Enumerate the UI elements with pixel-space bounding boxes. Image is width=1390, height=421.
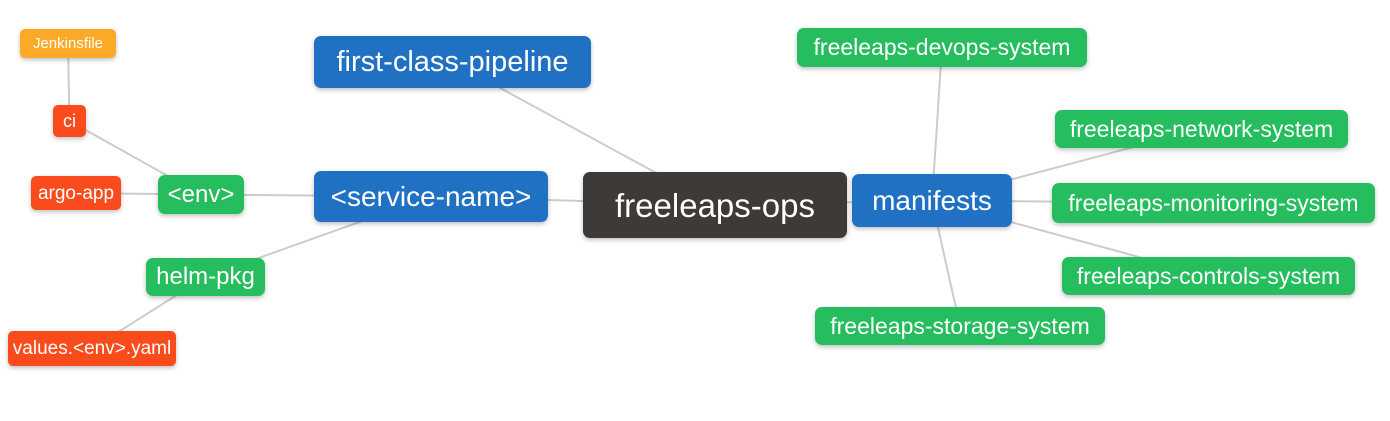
node-manifests[interactable]: manifests (852, 174, 1012, 227)
node-monitoring[interactable]: freeleaps-monitoring-system (1052, 183, 1375, 223)
node-ci[interactable]: ci (53, 105, 86, 137)
node-helm-pkg[interactable]: helm-pkg (146, 258, 265, 296)
node-service[interactable]: <service-name> (314, 171, 548, 222)
node-argo-app[interactable]: argo-app (31, 176, 121, 210)
node-env[interactable]: <env> (158, 175, 244, 214)
node-controls[interactable]: freeleaps-controls-system (1062, 257, 1355, 295)
node-pipeline[interactable]: first-class-pipeline (314, 36, 591, 88)
node-storage[interactable]: freeleaps-storage-system (815, 307, 1105, 345)
node-ops-root[interactable]: freeleaps-ops (583, 172, 847, 238)
node-values-yaml[interactable]: values.<env>.yaml (8, 331, 176, 366)
node-jenkinsfile[interactable]: Jenkinsfile (20, 29, 116, 58)
node-network[interactable]: freeleaps-network-system (1055, 110, 1348, 148)
node-devops[interactable]: freeleaps-devops-system (797, 28, 1087, 67)
